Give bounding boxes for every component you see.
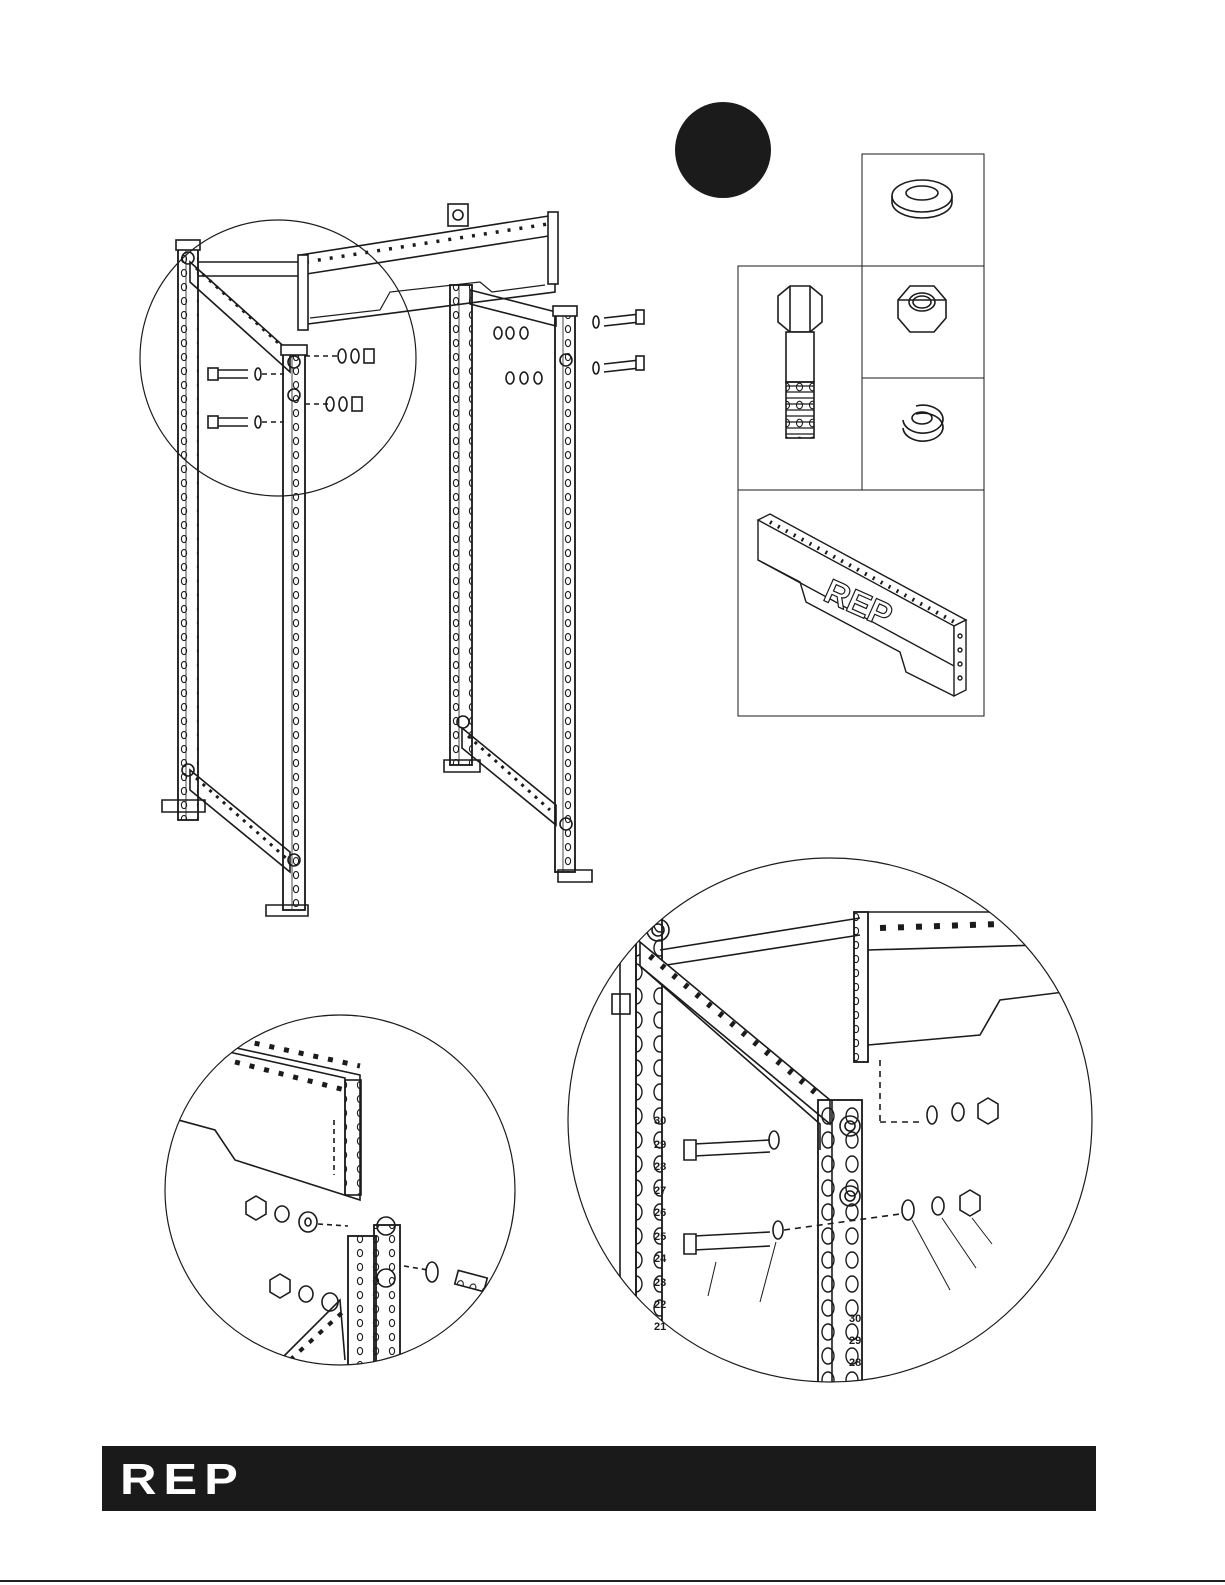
hole-number: 29 (849, 1335, 861, 1347)
hole-number: 28 (849, 1357, 861, 1369)
hole-number: 27 (654, 1185, 666, 1197)
footer-bar: REP (102, 1446, 1096, 1511)
rack-frame (140, 204, 644, 916)
hole-number: 21 (654, 1321, 666, 1333)
rep-logo-text: REP (120, 1458, 245, 1500)
flat-washer-icon (892, 180, 952, 218)
right-detail (612, 912, 1080, 1400)
hole-number: 25 (654, 1231, 666, 1243)
hole-number: 26 (654, 1207, 666, 1219)
hole-number: 30 (849, 1313, 861, 1325)
hole-number: 29 (654, 1139, 666, 1151)
hole-number: 24 (654, 1253, 667, 1265)
rep-logo: REP (120, 1458, 280, 1500)
top-crossmember (298, 204, 558, 330)
left-detail (160, 1040, 487, 1376)
hex-nut-icon (898, 286, 946, 332)
hole-number: 22 (654, 1299, 666, 1311)
hole-number: 28 (654, 1161, 666, 1173)
hole-number: 23 (654, 1277, 666, 1289)
lock-washer-icon (903, 405, 943, 441)
hex-bolt-icon (778, 286, 822, 438)
hole-number: 30 (654, 1115, 666, 1127)
page-bottom-rule (0, 1580, 1225, 1582)
